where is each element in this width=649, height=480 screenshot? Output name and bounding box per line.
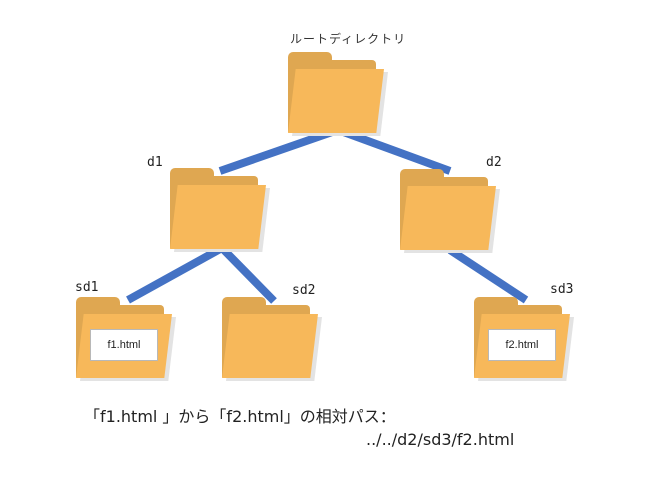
folder-icon [170, 168, 270, 254]
edge-d2-sd3 [447, 246, 529, 304]
folder-icon [222, 297, 322, 383]
d1-label: d1 [147, 155, 163, 170]
caption-line2: ../../d2/sd3/f2.html [366, 430, 515, 449]
folder-icon [400, 169, 500, 255]
edge-d1-sd1 [126, 244, 224, 304]
folder-icon: f2.html [474, 297, 574, 383]
edge-root-d2 [336, 126, 452, 175]
file-f1-html: f1.html [90, 329, 158, 361]
folder-icon: f1.html [76, 297, 176, 383]
folder-icon [288, 52, 388, 138]
d2-label: d2 [486, 155, 502, 170]
caption-line1: 「f1.html 」から「f2.html」の相対パス： [84, 407, 396, 426]
sd2-label: sd2 [292, 283, 316, 298]
sd3-label: sd3 [550, 282, 574, 297]
sd1-label: sd1 [75, 280, 99, 295]
file-f2-html: f2.html [488, 329, 556, 361]
root-label: ルートディレクトリ [290, 32, 407, 46]
edge-root-d1 [218, 126, 340, 175]
edge-d1-sd2 [219, 245, 277, 304]
